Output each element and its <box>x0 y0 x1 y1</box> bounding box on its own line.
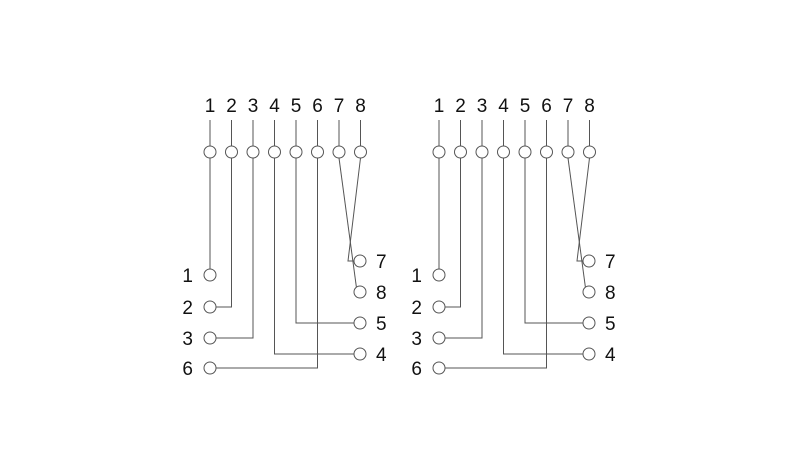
wire-2-to-left-2 <box>216 158 232 308</box>
top-pin-label: 4 <box>498 96 509 117</box>
top-pin-label: 5 <box>520 96 531 117</box>
top-pin-3 <box>475 145 489 159</box>
left-pin-3 <box>432 331 446 345</box>
top-pin-label: 6 <box>312 96 323 117</box>
top-pin-3 <box>246 145 260 159</box>
top-pin-5 <box>518 145 532 159</box>
top-pin-label: 3 <box>477 96 488 117</box>
wire-3-to-left-3 <box>216 158 254 339</box>
right-pin-label: 7 <box>376 252 387 273</box>
top-pin-1 <box>432 145 446 159</box>
left-pin-1 <box>432 268 446 282</box>
wire-5-to-right-5 <box>524 158 583 324</box>
top-pin-label: 3 <box>248 96 259 117</box>
top-pin-1 <box>203 145 217 159</box>
right-pin-7 <box>353 254 367 268</box>
right-pin-label: 5 <box>605 314 616 335</box>
top-pin-7 <box>561 145 575 159</box>
wire-7-to-right-8 <box>567 157 586 288</box>
top-pin-label: 8 <box>355 96 366 117</box>
right-pin-5 <box>353 316 367 330</box>
left-pin-label: 6 <box>411 359 422 380</box>
top-pin-6 <box>311 145 324 159</box>
wire-3-to-left-3 <box>445 158 483 339</box>
left-pin-label: 2 <box>411 298 422 319</box>
left-pin-3 <box>203 331 217 345</box>
left-pin-6 <box>203 361 217 375</box>
top-pin-label: 7 <box>563 96 574 117</box>
right-pin-label: 7 <box>605 252 616 273</box>
left-pin-label: 1 <box>411 266 422 287</box>
right-pin-label: 4 <box>376 345 387 366</box>
top-pin-label: 2 <box>455 96 466 117</box>
right-pin-4 <box>353 347 367 361</box>
right-pin-4 <box>582 347 596 361</box>
top-pin-label: 6 <box>541 96 552 117</box>
wire-8-to-right-7 <box>347 157 361 262</box>
top-pin-6 <box>540 145 553 159</box>
top-pin-label: 8 <box>584 96 595 117</box>
right-pin-label: 8 <box>376 283 387 304</box>
left-pin-2 <box>432 300 446 314</box>
right-pin-label: 8 <box>605 283 616 304</box>
top-pin-label: 2 <box>226 96 237 117</box>
top-pin-label: 1 <box>205 96 216 117</box>
left-pin-label: 1 <box>182 266 193 287</box>
top-pin-label: 5 <box>291 96 302 117</box>
top-pin-8 <box>354 145 367 159</box>
left-pin-6 <box>432 361 446 375</box>
top-pin-7 <box>332 145 346 159</box>
wire-6-to-left-6 <box>445 158 547 369</box>
top-pin-5 <box>289 145 303 159</box>
top-pin-2 <box>225 145 238 159</box>
wire-7-to-right-8 <box>338 157 357 288</box>
left-pin-label: 6 <box>182 359 193 380</box>
wire-4-to-right-4 <box>503 158 583 355</box>
top-pin-2 <box>454 145 467 159</box>
wire-8-to-right-7 <box>576 157 590 262</box>
left-pin-label: 3 <box>411 329 422 350</box>
left-pin-2 <box>203 300 217 314</box>
wire-5-to-right-5 <box>295 158 354 324</box>
wire-2-to-left-2 <box>445 158 461 308</box>
right-pin-5 <box>582 316 596 330</box>
wire-6-to-left-6 <box>216 158 318 369</box>
left-pin-label: 3 <box>182 329 193 350</box>
right-pin-7 <box>582 254 596 268</box>
right-pin-label: 5 <box>376 314 387 335</box>
wire-4-to-right-4 <box>274 158 354 355</box>
right-pin-8 <box>353 285 367 299</box>
top-pin-label: 1 <box>434 96 445 117</box>
left-pin-label: 2 <box>182 298 193 319</box>
top-pin-label: 4 <box>269 96 280 117</box>
top-pin-label: 7 <box>334 96 345 117</box>
right-pin-label: 4 <box>605 345 616 366</box>
right-pin-8 <box>582 285 596 299</box>
top-pin-8 <box>583 145 596 159</box>
top-pin-4 <box>497 145 510 159</box>
left-pin-1 <box>203 268 217 282</box>
top-pin-4 <box>268 145 281 159</box>
